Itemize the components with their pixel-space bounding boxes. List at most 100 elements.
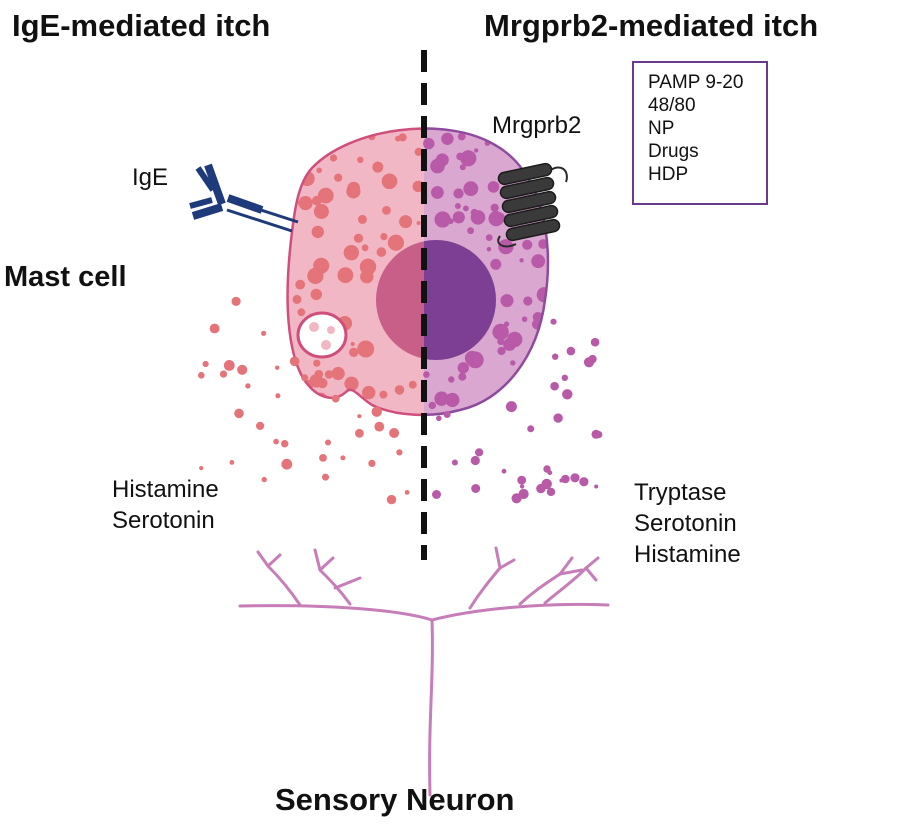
mediator-item: Serotonin — [112, 507, 215, 534]
released-granule — [451, 459, 458, 466]
released-granule — [501, 468, 507, 474]
granule — [423, 137, 435, 150]
granule — [353, 233, 364, 243]
released-granule — [219, 370, 228, 378]
released-granule — [368, 459, 376, 467]
granule — [460, 150, 477, 167]
released-granule — [547, 470, 553, 476]
released-granule — [340, 455, 346, 461]
title-sensory-neuron: Sensory Neuron — [275, 782, 515, 817]
released-granule — [301, 374, 309, 382]
granule — [466, 351, 484, 369]
released-granule — [517, 475, 527, 485]
granule — [376, 247, 387, 257]
released-granule — [428, 401, 436, 410]
released-granule — [588, 354, 597, 364]
released-granule — [550, 381, 559, 391]
released-granule — [475, 448, 484, 457]
released-granule — [432, 490, 441, 499]
released-granule — [570, 473, 580, 483]
granule — [457, 362, 469, 374]
granule — [394, 385, 405, 395]
granule — [350, 341, 355, 347]
granule — [349, 347, 359, 357]
ige-antibody-icon — [189, 163, 299, 233]
granule — [523, 296, 533, 306]
granule — [416, 221, 421, 225]
left-mediators-list: Histamine Serotonin — [112, 474, 219, 536]
granule — [343, 245, 359, 261]
granule — [306, 139, 323, 155]
ligand-item: PAMP 9-20 — [648, 72, 744, 93]
granule — [387, 234, 404, 251]
released-granule — [389, 428, 400, 438]
released-granule — [471, 484, 481, 493]
granule — [463, 181, 479, 197]
vacuole — [296, 311, 348, 359]
released-granule — [404, 490, 410, 495]
mast-cell-outline-right — [424, 127, 550, 417]
released-granule — [396, 449, 403, 456]
released-granule — [371, 406, 382, 417]
granule — [521, 316, 528, 323]
granule — [324, 370, 334, 379]
ligand-item: NP — [648, 118, 675, 139]
granule — [456, 152, 464, 161]
released-granule — [443, 411, 451, 418]
label-receptor: Mrgprb2 — [492, 112, 582, 139]
released-granule — [198, 372, 205, 379]
granule — [458, 372, 467, 381]
granule — [310, 288, 322, 301]
granule — [381, 173, 398, 190]
released-granule — [322, 473, 329, 481]
ligand-item: HDP — [648, 164, 689, 185]
granule — [488, 211, 504, 227]
granule — [316, 167, 323, 174]
released-granule — [199, 466, 204, 471]
granule — [430, 158, 445, 174]
released-granule — [261, 476, 267, 483]
released-granule — [261, 330, 267, 336]
granule — [399, 215, 413, 229]
granule — [344, 376, 359, 391]
released-granule — [273, 438, 279, 445]
granule — [414, 147, 423, 156]
granule — [445, 392, 460, 408]
released-granule — [550, 318, 557, 325]
released-granule — [559, 478, 564, 483]
granule — [357, 156, 364, 163]
released-granule — [519, 484, 525, 489]
mediator-item: Histamine — [112, 476, 219, 503]
granule — [507, 331, 523, 348]
released-granule — [470, 455, 480, 466]
granule — [317, 187, 334, 204]
granule — [453, 188, 464, 199]
granule — [434, 211, 451, 228]
label-mast-cell: Mast cell — [4, 261, 127, 293]
granule — [423, 371, 430, 378]
released-granule — [275, 393, 281, 399]
granule — [522, 239, 533, 250]
sensory-neuron-icon — [238, 546, 610, 797]
released-granule — [319, 454, 327, 462]
granule — [448, 218, 454, 224]
granule — [329, 154, 338, 162]
intracellular-granules — [292, 132, 548, 408]
label-ige: IgE — [132, 164, 169, 191]
granule — [459, 164, 466, 171]
granule — [510, 360, 516, 366]
granule — [382, 206, 391, 215]
released-granule — [313, 359, 321, 367]
released-granule — [595, 431, 603, 439]
granule — [492, 323, 509, 341]
granule — [334, 173, 343, 182]
granule — [534, 139, 544, 149]
granule — [292, 294, 302, 304]
released-granule — [553, 413, 563, 423]
granule — [470, 208, 479, 217]
title-mrgprb2-mediated: Mrgprb2-mediated itch — [484, 8, 819, 43]
granule — [538, 239, 548, 249]
title-ige-mediated: IgE-mediated itch — [12, 8, 271, 43]
granule — [536, 287, 548, 303]
granule — [454, 203, 461, 209]
